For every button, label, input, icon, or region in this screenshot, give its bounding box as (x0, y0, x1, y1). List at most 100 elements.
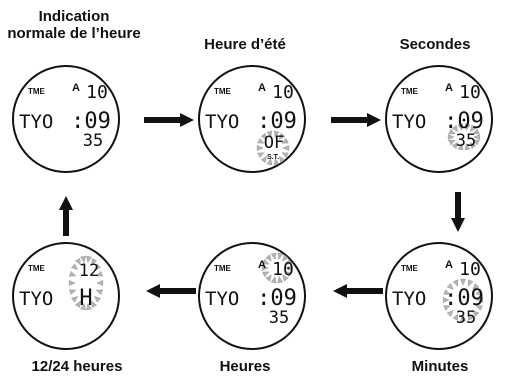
flash-marker (447, 134, 455, 140)
flash-marker (256, 145, 264, 151)
minute-digits: :09 (444, 109, 484, 134)
flash-marker (71, 263, 79, 270)
watch-bezel (385, 242, 493, 350)
flash-marker (457, 123, 464, 131)
am-pm-indicator: A (445, 82, 453, 94)
flash-marker (448, 128, 456, 135)
flash-marker (472, 139, 480, 146)
flash-marker (443, 289, 451, 295)
flash-marker (464, 123, 471, 131)
flash-marker (80, 255, 86, 263)
watch-bezel (198, 242, 306, 350)
label-format: 12/24 heures (31, 358, 123, 375)
hour-digits: 10 (459, 259, 481, 280)
flash-marker (468, 279, 474, 287)
flash-marker (281, 152, 289, 159)
mode-indicator: TME (28, 87, 46, 96)
flash-marker (93, 296, 101, 303)
flash-marker (442, 297, 450, 303)
flash-marker (257, 152, 265, 159)
flash-marker (270, 252, 277, 260)
flash-marker (74, 300, 81, 308)
flash-marker (282, 254, 289, 262)
flash-marker (475, 305, 483, 311)
city-code: TYO (19, 288, 53, 310)
flash-marker (68, 289, 77, 295)
flash-marker (443, 305, 451, 311)
flash-marker (284, 258, 292, 265)
flashing-indicator (442, 278, 484, 322)
flash-marker (270, 276, 277, 284)
flash-marker (446, 310, 454, 317)
flashing-indicator (447, 123, 481, 151)
arrow-right-icon (331, 113, 381, 127)
flash-marker (285, 265, 293, 271)
second-digits: 35 (83, 131, 103, 151)
label-normal-line2: normale de l’heure (7, 25, 141, 42)
flash-marker (469, 124, 477, 133)
flash-marker (472, 310, 480, 317)
minute-digits: :09 (257, 109, 297, 134)
flash-marker (464, 143, 471, 151)
mode-indicator: TME (214, 87, 232, 96)
flash-marker (265, 254, 272, 262)
hour-format-unit: H (79, 286, 92, 311)
flash-marker (266, 158, 273, 166)
flash-marker (281, 137, 289, 144)
flash-marker (261, 265, 269, 271)
label-normal: Indication normale de l’heure (0, 8, 148, 42)
hour-format-value: 12 (79, 261, 99, 281)
flash-marker (74, 258, 81, 266)
minute-digits: :09 (257, 286, 297, 311)
flash-marker (282, 145, 290, 151)
flash-marker (96, 280, 104, 286)
dst-value: OF (264, 133, 284, 153)
flash-marker (277, 276, 284, 284)
flash-marker (452, 279, 458, 287)
am-pm-indicator: A (445, 259, 453, 271)
flash-marker (277, 252, 284, 260)
mode-indicator: TME (401, 87, 419, 96)
city-code: TYO (392, 288, 426, 310)
flash-marker (262, 258, 270, 265)
flash-marker (273, 130, 280, 138)
flash-marker (91, 300, 98, 308)
flash-marker (469, 141, 477, 150)
minute-digits: :09 (71, 109, 111, 134)
arrow-up-icon (59, 196, 73, 236)
arrow-down-icon (451, 192, 465, 232)
flash-marker (91, 258, 98, 266)
watch-bezel (198, 65, 306, 173)
am-pm-indicator: A (258, 82, 266, 94)
flash-marker (460, 278, 466, 286)
mode-indicator: TME (28, 264, 46, 273)
flash-marker (86, 303, 92, 311)
flashing-indicator (261, 252, 293, 284)
flashing-indicator (68, 255, 104, 311)
flash-marker (446, 283, 454, 290)
am-pm-indicator: A (72, 82, 80, 94)
flash-marker (282, 274, 289, 282)
hour-digits: 10 (86, 82, 108, 103)
flash-marker (451, 141, 459, 150)
label-minutes: Minutes (411, 358, 469, 375)
label-normal-line1: Indication (38, 8, 110, 25)
arrow-left-icon (146, 284, 196, 298)
flash-marker (452, 313, 458, 321)
city-code: TYO (205, 288, 239, 310)
city-code: TYO (392, 111, 426, 133)
flash-marker (265, 274, 272, 282)
flash-marker (278, 156, 286, 164)
flash-marker (262, 271, 270, 278)
flash-marker (460, 314, 466, 322)
